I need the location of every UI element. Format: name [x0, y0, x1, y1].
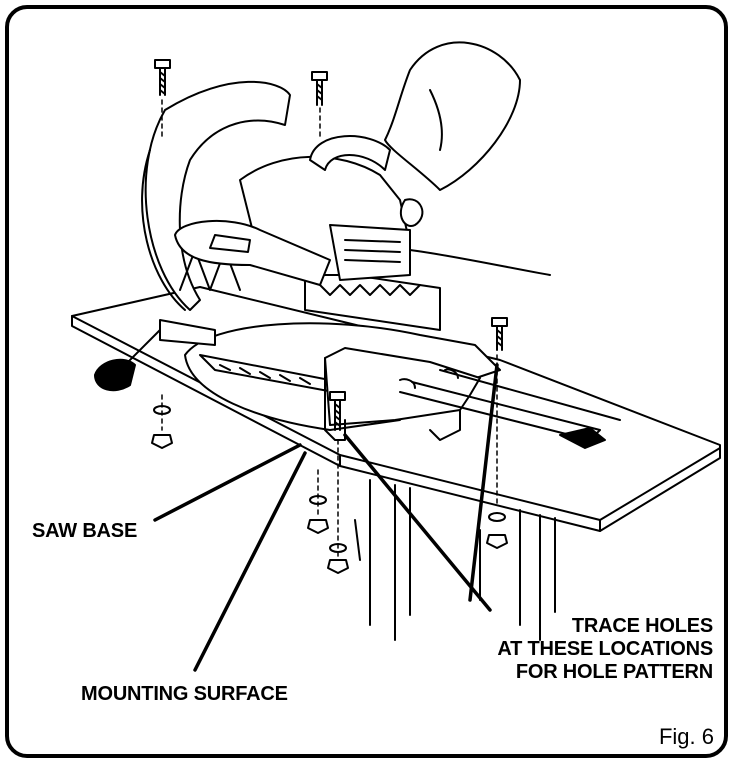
washer-nut-right	[486, 512, 508, 549]
washer-nut-mid	[327, 543, 349, 574]
fence	[304, 267, 441, 331]
saw-base-label: SAW BASE	[32, 520, 138, 542]
washer-nut-mid-left	[307, 495, 329, 534]
figure-caption: Fig. 6	[658, 724, 714, 749]
washer-nut-left	[151, 405, 173, 449]
bolt-top-left	[154, 59, 171, 96]
trace-holes-line-3: FOR HOLE PATTERN	[515, 661, 713, 683]
trace-holes-leader-right	[468, 363, 499, 602]
trace-holes-line-1: TRACE HOLES	[571, 615, 713, 637]
power-cord	[409, 249, 551, 276]
mounting-surface-leader	[193, 451, 307, 672]
figure-border	[5, 5, 728, 758]
saw-base-leader	[153, 443, 302, 522]
trace-holes-label: TRACE HOLES AT THESE LOCATIONS FOR HOLE …	[497, 615, 713, 684]
operating-handle	[174, 219, 331, 286]
mounting-surface-label: MOUNTING SURFACE	[81, 683, 288, 705]
extension-rods	[399, 369, 621, 449]
bolt-front	[329, 391, 346, 431]
dust-bag	[384, 41, 521, 191]
miter-knob	[94, 319, 216, 392]
leader-lines	[153, 363, 499, 672]
bolt-top-mid	[311, 71, 328, 106]
bolt-right	[491, 317, 508, 351]
trace-holes-leader-front	[343, 433, 492, 612]
trace-holes-line-2: AT THESE LOCATIONS	[497, 638, 713, 660]
